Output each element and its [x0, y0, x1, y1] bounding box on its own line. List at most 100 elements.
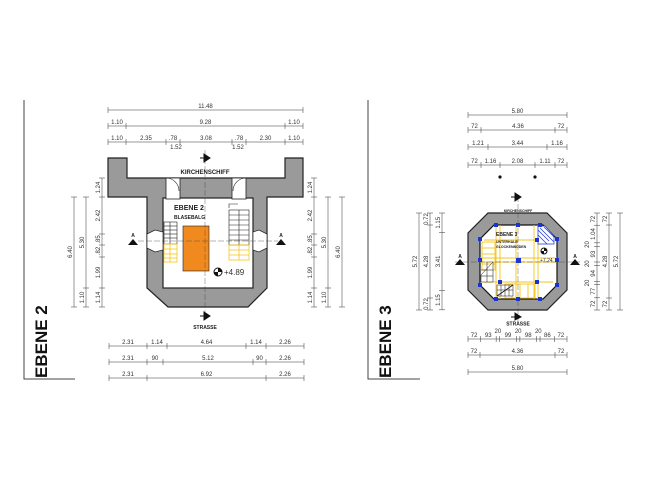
- dimension-label: 20: [585, 241, 591, 248]
- dimension-label: 6.40: [336, 246, 342, 258]
- dimension-label: 1.11: [539, 159, 551, 165]
- dimension-label: 20: [585, 279, 591, 286]
- dimension-label: 86: [544, 333, 551, 339]
- dimension-label: 2.31: [122, 356, 134, 362]
- ebene3-sheet-title: EBENE 3: [376, 305, 395, 378]
- dimension-label: 77: [591, 287, 597, 294]
- dimension-label: 1.16: [551, 141, 563, 147]
- dimension-label: 5.30: [80, 236, 86, 248]
- dimension-label: 1.10: [288, 120, 300, 126]
- ebene2-dim-sub: 1.52: [232, 145, 244, 151]
- dimension-label: 1.21: [472, 141, 484, 147]
- dimension-label: 93: [485, 333, 492, 339]
- ebene2-dim-sub: 1.52: [170, 145, 182, 151]
- dimension-label: 2.42: [308, 209, 314, 221]
- dimension-label: 1.14: [96, 291, 102, 303]
- ebene3-label-strasse: STRASSE: [506, 322, 530, 328]
- ebene2-sheet-title: EBENE 2: [32, 305, 51, 378]
- dimension-label: 5.72: [614, 255, 620, 267]
- dimension-label: 98: [525, 333, 532, 339]
- dimension-label: 2.31: [122, 340, 134, 346]
- dimension-label: 5.72: [413, 255, 419, 267]
- dimension-label: 1.14: [250, 340, 262, 346]
- dimension-label: 20: [515, 329, 522, 335]
- dimension-label: 1.10: [111, 120, 123, 126]
- dimension-label: 11.48: [198, 104, 213, 110]
- dimension-label: .78: [235, 136, 244, 142]
- ebene3-columns: [478, 223, 559, 301]
- dimension-label: 1.24: [308, 181, 314, 193]
- dimension-label: 1.10: [111, 136, 123, 142]
- dimension-label: 72: [591, 300, 597, 307]
- dimension-label: 2.08: [512, 159, 524, 165]
- dimension-label: 1.99: [96, 266, 102, 278]
- dimension-label: 3.44: [512, 141, 524, 147]
- ebene2-section-a-right: A: [279, 233, 283, 239]
- ebene2-label-strasse: STRASSE: [193, 325, 217, 331]
- dimension-label: 5.80: [512, 366, 524, 372]
- ebene3-level: +7.24: [540, 258, 553, 264]
- dimension-label: 2.30: [260, 136, 272, 142]
- ebene2-timber-right: [228, 244, 250, 261]
- ebene2-timber-left: [163, 243, 178, 263]
- level-marker-icon: [213, 267, 223, 277]
- dimension-label: 9.28: [200, 120, 212, 126]
- dimension-label: 2.31: [122, 372, 134, 378]
- ebene2-stair-right: [228, 203, 250, 246]
- dimension-label: .82: [96, 246, 102, 255]
- blasebalg-bellows: [182, 225, 210, 272]
- ebene3-section-a-left: A: [458, 254, 462, 260]
- dimension-label: 99: [505, 333, 512, 339]
- dimension-label: 20: [495, 329, 502, 335]
- dimension-label: 2.26: [279, 356, 291, 362]
- dimension-label: 5.80: [512, 109, 524, 115]
- dimension-label: .78: [169, 136, 178, 142]
- ebene3-room-name-1: UNTERHALB: [496, 240, 518, 244]
- dimension-label: 72: [558, 349, 565, 355]
- ebene3-room-name-2: GLOCKENBODEN: [496, 245, 527, 249]
- ebene3-room-title: EBENE 3: [496, 232, 518, 238]
- ebene2-room-title: EBENE 2: [174, 205, 204, 212]
- dimension-label: 72: [558, 159, 565, 165]
- dimension-label: 4.28: [424, 255, 430, 267]
- dimension-label: 1.10: [80, 291, 86, 303]
- dimension-label: 4.36: [512, 349, 524, 355]
- dimension-label: 0.72: [424, 298, 430, 310]
- dimension-label: 1.14: [151, 340, 163, 346]
- dimension-label: 1.14: [308, 291, 314, 303]
- dimension-label: 5.12: [202, 356, 214, 362]
- dimension-label: 72: [471, 124, 478, 130]
- dimension-label: 4.36: [512, 124, 524, 130]
- level-marker-icon: [540, 247, 548, 255]
- ebene2-stair-left: [163, 221, 178, 245]
- ebene2-section-a-left: A: [131, 233, 135, 239]
- dimension-label: 1.15: [436, 216, 442, 228]
- dimension-label: 1.99: [308, 266, 314, 278]
- dimension-label: 3.08: [200, 136, 212, 142]
- dimension-label: 1.10: [322, 291, 328, 303]
- dimension-label: 94: [591, 269, 597, 276]
- dimension-label: 93: [591, 250, 597, 257]
- ebene2-door-left: [165, 177, 181, 200]
- dimension-label: 72: [471, 333, 478, 339]
- dimension-label: 72: [471, 349, 478, 355]
- dimension-label: 72: [558, 333, 565, 339]
- dimension-label: 90: [256, 356, 263, 362]
- section-marker-icon: [128, 153, 286, 321]
- dimension-label: 72: [591, 215, 597, 222]
- dimension-label: 6.40: [68, 246, 74, 258]
- ebene2-label-kirchenschiff: KIRCHENSCHIFF: [181, 170, 230, 176]
- dimension-label: 6.92: [201, 372, 213, 378]
- dimension-label: 72: [603, 300, 609, 307]
- ebene2-level: +4.89: [224, 268, 245, 277]
- dimension-label: .82: [308, 246, 314, 255]
- door-swing-icon: [232, 177, 247, 192]
- dimension-label: 90: [152, 356, 159, 362]
- ebene3-plan: KIRCHENSCHIFF EBENE 3 UNTERHALB GLOCKENB…: [455, 175, 580, 328]
- dimension-label: 1.10: [288, 136, 300, 142]
- door-swing-icon: [165, 177, 180, 192]
- dimension-label: 1.04: [591, 228, 597, 240]
- dimension-label: .85: [96, 235, 102, 244]
